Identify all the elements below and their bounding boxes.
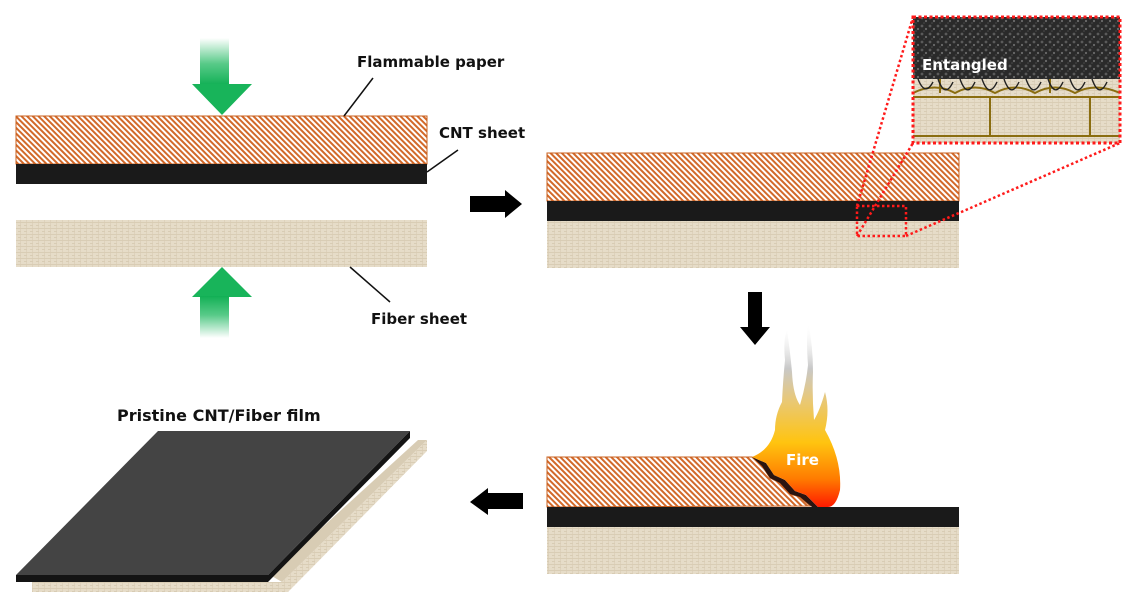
label-fiber-sheet: Fiber sheet	[371, 310, 468, 328]
label-entangled: Entangled	[922, 56, 1008, 74]
right-arrow	[470, 190, 522, 218]
fiber-sheet-layer	[547, 221, 959, 268]
press-arrow-top	[192, 38, 252, 115]
fiber-layer-top	[270, 440, 427, 582]
zoom-guide-line	[855, 142, 915, 237]
flammable-paper-layer	[546, 152, 960, 202]
entangled-inset	[911, 15, 1122, 145]
char-edge	[752, 457, 818, 507]
cnt-sheet-layer	[547, 507, 959, 527]
leader-cnt-sheet	[426, 149, 459, 173]
panel-laminated	[546, 15, 1122, 268]
down-arrow	[740, 292, 770, 345]
cnt-sheet-layer	[16, 164, 427, 184]
panel-stack	[15, 38, 459, 338]
leader-fiber-sheet	[349, 266, 391, 303]
label-pristine-film: Pristine CNT/Fiber film	[117, 406, 321, 425]
panel-product	[16, 431, 427, 592]
label-flammable-paper: Flammable paper	[357, 53, 505, 71]
flammable-paper-layer	[15, 115, 428, 165]
fiber-sheet-layer	[16, 220, 427, 267]
leader-flammable-paper	[343, 77, 374, 117]
cnt-film-top	[16, 431, 410, 575]
label-cnt-sheet: CNT sheet	[439, 124, 526, 142]
fiber-sheet-layer	[547, 527, 959, 574]
cnt-film-edge-front	[16, 575, 268, 582]
label-fire: Fire	[786, 451, 819, 469]
left-arrow	[470, 488, 523, 515]
press-arrow-bottom	[192, 267, 252, 338]
cnt-film-edge-side	[268, 431, 410, 582]
panel-burn	[546, 322, 959, 574]
fire-flame	[752, 322, 841, 507]
zoom-guide-line	[905, 141, 1121, 238]
cnt-sheet-layer	[547, 201, 959, 221]
